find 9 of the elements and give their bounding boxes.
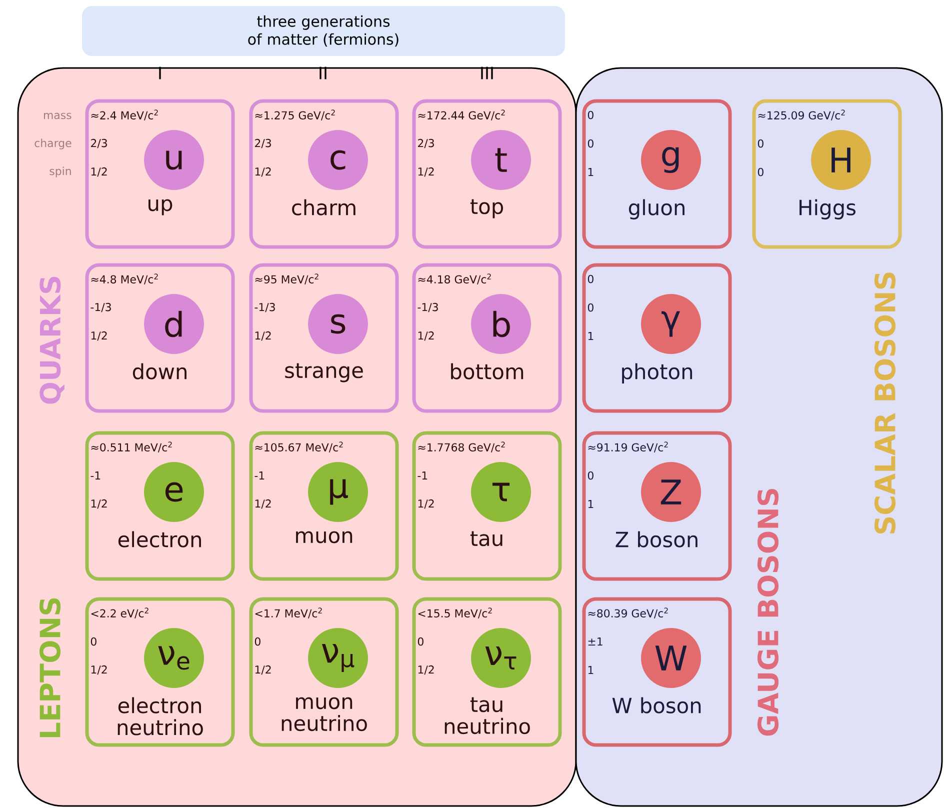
property-label: spin xyxy=(50,166,71,178)
banner: three generations of matter (fermions) xyxy=(82,6,565,56)
property-label: mass xyxy=(44,112,72,120)
category-label: SCALAR BOSONS xyxy=(874,272,896,534)
category-label: GAUGE BOSONS xyxy=(757,488,779,736)
group-panel xyxy=(575,67,943,807)
category-label: LEPTONS xyxy=(39,598,61,738)
category-label: QUARKS xyxy=(40,276,64,404)
property-label: charge xyxy=(34,138,72,150)
